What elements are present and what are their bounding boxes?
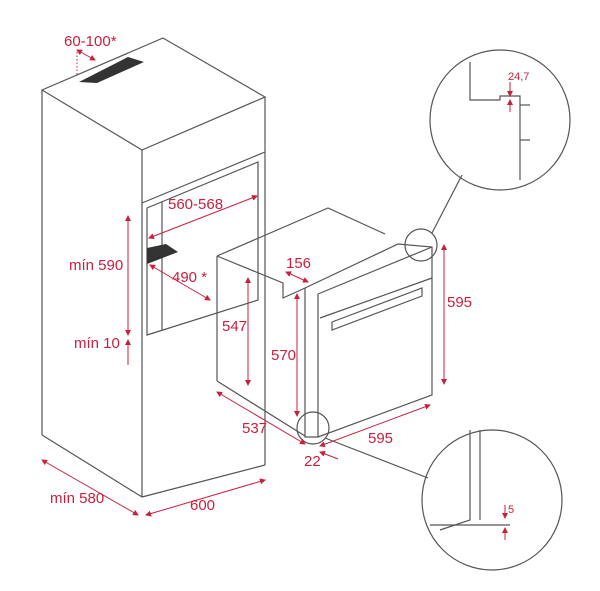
label-niche-depth: 490 * xyxy=(172,269,207,286)
detail-callouts xyxy=(296,49,571,571)
dimension-lines xyxy=(41,49,513,540)
label-vent-top: 60-100* xyxy=(64,33,117,50)
label-niche-width: 560-568 xyxy=(168,196,223,213)
label-oven-body-height: 570 xyxy=(271,347,296,364)
niche-vent-slot xyxy=(147,244,178,264)
label-detail-top: 24,7 xyxy=(508,71,529,83)
label-niche-height: mín 590 xyxy=(69,257,123,274)
label-oven-recess: 156 xyxy=(286,255,311,272)
oven xyxy=(216,207,433,438)
label-base-min: mín 10 xyxy=(74,335,120,352)
top-vent-slot xyxy=(79,57,144,83)
label-oven-front-width: 595 xyxy=(368,430,393,447)
label-oven-front-height: 595 xyxy=(447,294,472,311)
label-cabinet-depth: mín 580 xyxy=(50,490,104,507)
label-oven-depth: 537 xyxy=(242,420,267,437)
label-cabinet-width: 600 xyxy=(190,497,215,514)
label-detail-bottom: 5 xyxy=(508,504,514,516)
label-oven-frame: 22 xyxy=(304,453,321,470)
label-oven-side-height: 547 xyxy=(222,318,247,335)
